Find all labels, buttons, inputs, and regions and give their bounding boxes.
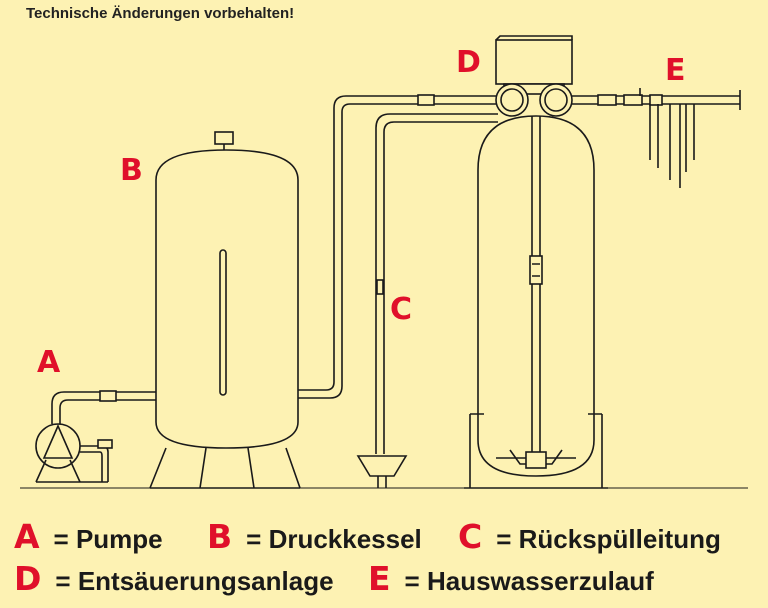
- house-supply: [572, 88, 741, 188]
- marker-e: E: [665, 53, 686, 88]
- legend-key-c: C: [458, 517, 483, 556]
- legend-key-a: A: [14, 517, 40, 556]
- pressure-tank: [149, 131, 301, 489]
- disclaimer-note: Technische Änderungen vorbehalten!: [26, 5, 295, 22]
- pipe-pump-to-tank: [51, 390, 160, 424]
- legend-item-a: A = Pumpe: [14, 517, 163, 556]
- legend-item-c: C = Rückspülleitung: [458, 517, 721, 556]
- legend-item-b: B = Druckkessel: [207, 517, 422, 556]
- legend-text-c: = Rückspülleitung: [496, 524, 721, 554]
- legend-text-e: = Hauswasserzulauf: [404, 566, 654, 596]
- deacidification-vessel: [464, 115, 608, 489]
- legend-text-d: = Entsäuerungsanlage: [55, 566, 334, 596]
- legend-item-d: D = Entsäuerungsanlage: [14, 559, 334, 598]
- legend-key-d: D: [14, 559, 42, 598]
- legend-key-b: B: [207, 517, 233, 556]
- marker-d: D: [456, 45, 481, 80]
- legend-key-e: E: [368, 559, 391, 598]
- legend-text-a: = Pumpe: [53, 524, 163, 554]
- legend-text-b: = Druckkessel: [246, 524, 422, 554]
- backwash-line: [356, 113, 498, 488]
- marker-b: B: [120, 153, 143, 188]
- marker-c: C: [390, 292, 413, 327]
- control-head: [495, 35, 573, 117]
- pipe-tank-to-filter: [298, 94, 498, 399]
- pump: [35, 423, 113, 483]
- marker-a: A: [37, 345, 61, 380]
- legend-item-e: E = Hauswasserzulauf: [368, 559, 654, 598]
